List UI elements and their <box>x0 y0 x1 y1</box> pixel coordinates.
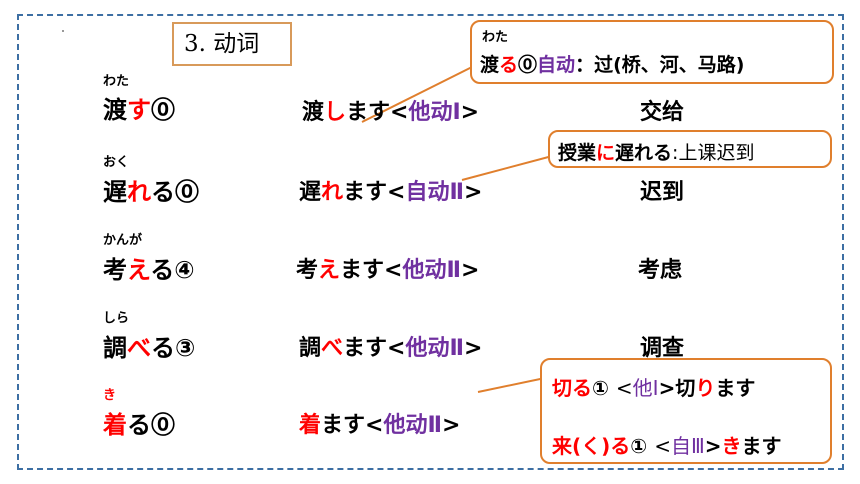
meaning-kangaeru: 考虑 <box>638 258 683 283</box>
masu-form-kangaeru: 考えます<他动Ⅱ> <box>296 258 480 283</box>
dashed-frame <box>17 14 844 470</box>
callout2-text: 授業に遅れる:上课迟到 <box>558 142 755 164</box>
callout3-line2: 来(く)る① <自Ⅲ>きます <box>552 434 782 458</box>
ruby-wata: わた <box>103 74 130 89</box>
callout-wataru-intransitive: わた 渡る⓪自动：过(桥、河、马路) <box>470 20 834 84</box>
verb-okureru: 遅れる⓪ <box>103 178 199 206</box>
callout-kiru-kuru: 切る① <他Ⅰ>切ります 来(く)る① <自Ⅲ>きます <box>540 358 832 464</box>
callout1-text: 渡る⓪自动：过(桥、河、马路) <box>480 54 745 76</box>
section-title: 3. 动词 <box>172 22 292 66</box>
meaning-wataru: 交给 <box>640 100 685 125</box>
ruby-ki: き <box>103 388 117 403</box>
verb-shiraberu: 調べる③ <box>103 334 196 362</box>
callout-jugyou-okureru: 授業に遅れる:上课迟到 <box>548 130 832 168</box>
ruby-oku: おく <box>103 155 130 170</box>
callout3-line1: 切る① <他Ⅰ>切ります <box>552 376 756 400</box>
verb-wataru: 渡す⓪ <box>103 96 175 124</box>
stray-dot <box>62 30 64 32</box>
meaning-okureru: 迟到 <box>640 180 685 205</box>
ruby-kanga: かんが <box>103 233 143 248</box>
verb-kangaeru: 考える④ <box>103 256 195 284</box>
masu-form-shiraberu: 調べます<他动Ⅱ> <box>299 336 483 361</box>
callout1-ruby: わた <box>482 30 509 45</box>
masu-form-wataru: 渡します<他动Ⅰ> <box>302 100 480 125</box>
masu-form-kiru: 着ます<他动Ⅱ> <box>299 413 461 438</box>
verb-kiru: 着る⓪ <box>103 411 175 439</box>
masu-form-okureru: 遅れます<自动Ⅱ> <box>299 180 483 205</box>
ruby-shira: しら <box>103 311 130 326</box>
meaning-shiraberu: 调查 <box>640 336 685 361</box>
